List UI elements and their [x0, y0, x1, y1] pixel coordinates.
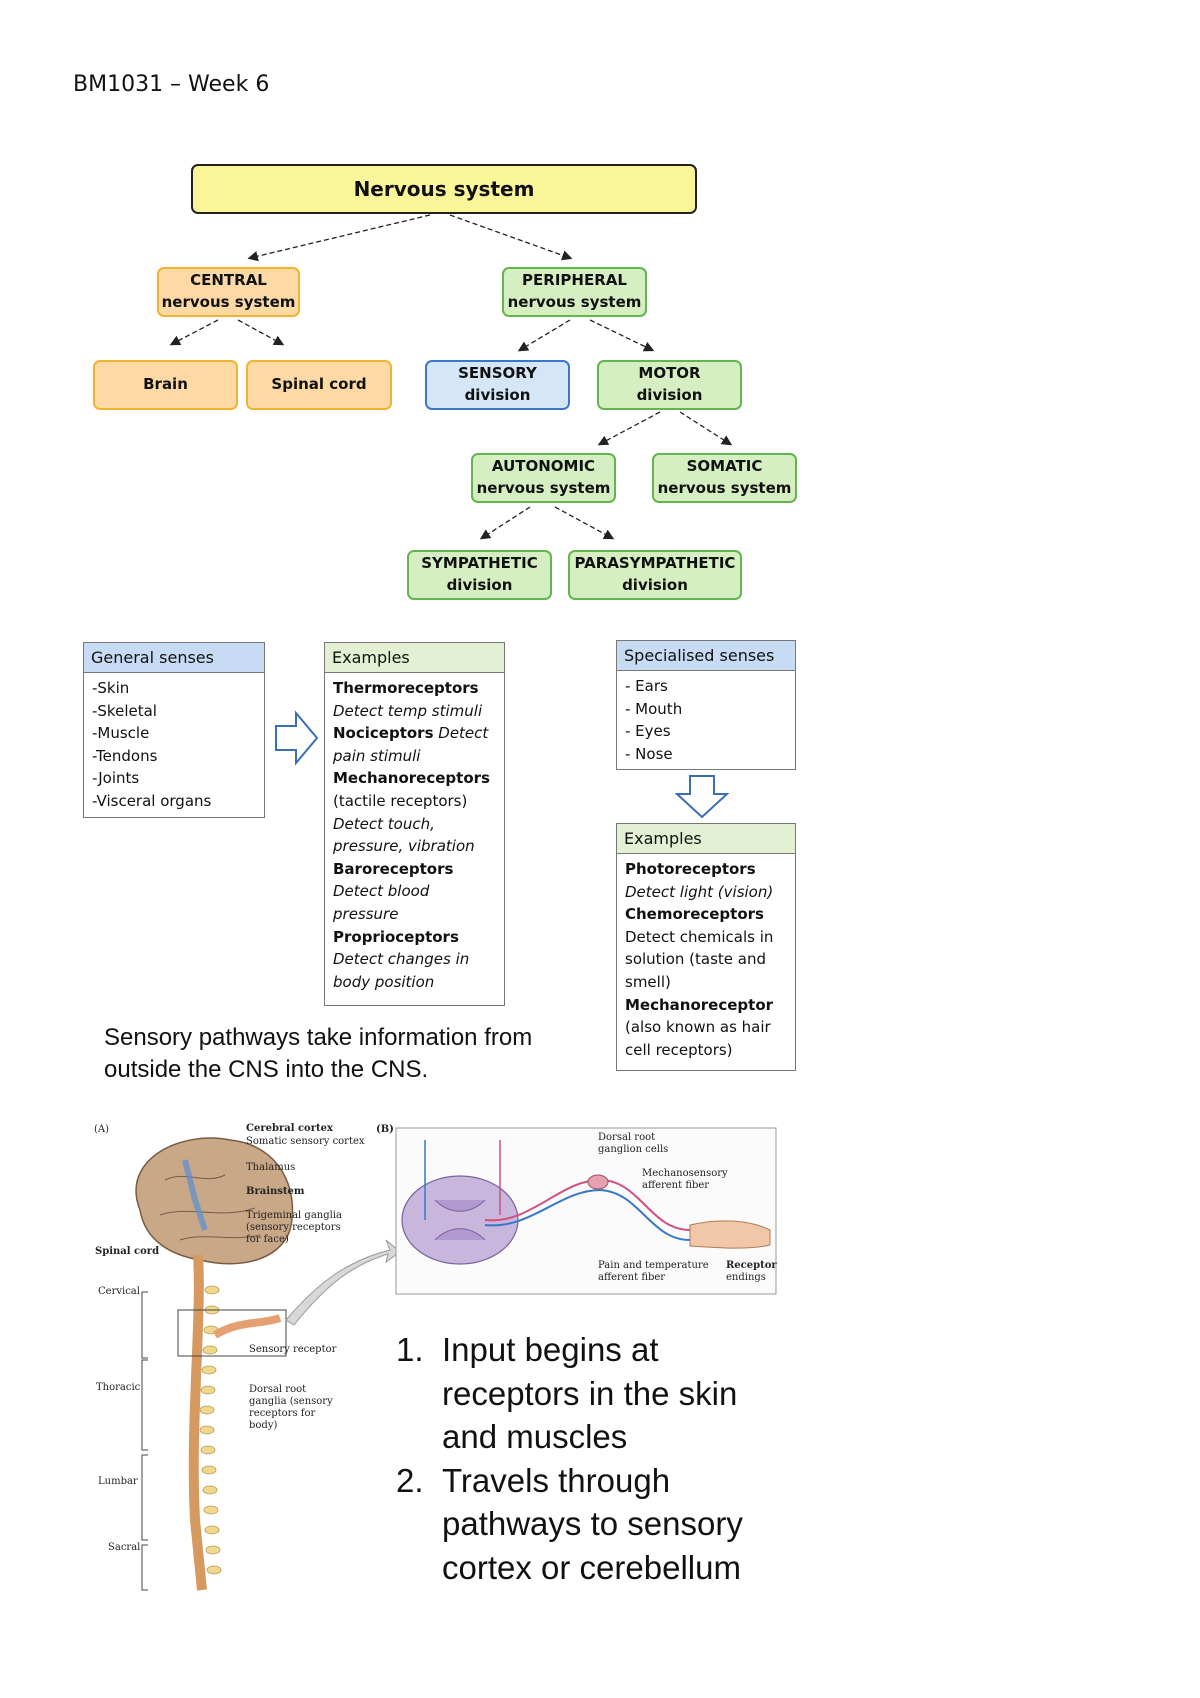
list-item: pain stimuli	[333, 746, 421, 765]
spinal-cord-node: Spinal cord	[246, 360, 392, 410]
specialised-senses-header: Specialised senses	[617, 641, 795, 671]
list-item: - Ears	[625, 677, 668, 695]
specialised-senses-box: Specialised senses - Ears- Mouth- Eyes- …	[616, 640, 796, 770]
label-panel-a: (A)	[94, 1124, 110, 1135]
list-item: pressure	[333, 904, 399, 923]
list-item: -Visceral organs	[92, 791, 212, 810]
document-title: BM1031 – Week 6	[73, 72, 270, 97]
sensory-pathway-figure	[135, 1127, 777, 1591]
list-item: -Muscle	[92, 724, 150, 743]
label-sensory-receptor: Sensory receptor	[249, 1344, 337, 1355]
spinal-cord-illustration	[188, 1254, 207, 1591]
list-item: -Skin	[92, 679, 130, 697]
nervous-system-node: Nervous system	[191, 164, 697, 214]
list-item: body position	[333, 972, 435, 991]
list-item: Mechanoreceptors	[333, 769, 490, 788]
label-drg-2: ganglia (sensory	[249, 1396, 333, 1407]
label-mechanosensory-2: afferent fiber	[642, 1180, 710, 1191]
label-trigeminal-2: (sensory receptors	[246, 1222, 341, 1233]
list-item: cell receptors)	[625, 1040, 733, 1059]
label-drg-4: body)	[249, 1420, 278, 1431]
sensory-pathways-caption: Sensory pathways take information from o…	[104, 1024, 533, 1083]
brain-node: Brain	[93, 360, 238, 410]
general-senses-header: General senses	[84, 643, 264, 673]
list-item: Chemoreceptors	[625, 905, 764, 924]
label-trigeminal-1: Trigeminal ganglia	[246, 1210, 342, 1221]
general-senses-list: -Skin -Skeletal -Muscle -Tendons -Joints -Vis…	[84, 673, 264, 817]
label-sacral: Sacral	[108, 1542, 141, 1553]
label-mechanosensory-1: Mechanosensory	[642, 1168, 728, 1179]
label-cervical: Cervical	[98, 1286, 140, 1297]
list-item: Thermoreceptors	[333, 679, 479, 697]
label-thoracic: Thoracic	[96, 1382, 141, 1393]
brain-illustration	[135, 1137, 294, 1265]
list-item: (also known as hair	[625, 1018, 771, 1037]
list-item: smell)	[625, 972, 671, 991]
list-item: - Eyes	[625, 722, 671, 741]
list-item: Detect changes in	[333, 950, 470, 969]
list-item: Nociceptors Detect	[333, 724, 489, 743]
label-receptor-endings-2: endings	[726, 1272, 766, 1283]
list-item: Detect temp stimuli	[333, 701, 483, 720]
label-panel-b: (B)	[376, 1124, 394, 1135]
label-thalamus: Thalamus	[246, 1162, 296, 1173]
list-item: Photoreceptors	[625, 860, 756, 878]
label-somatic-sensory-cortex: Somatic sensory cortex	[246, 1136, 365, 1147]
list-item: Mechanoreceptor	[625, 995, 774, 1014]
label-cerebral-cortex: Cerebral cortex	[246, 1123, 333, 1134]
label-pain-temperature-2: afferent fiber	[598, 1272, 666, 1283]
list-item: (tactile receptors)	[333, 791, 468, 810]
connector-arrow	[285, 1239, 401, 1326]
general-examples-header: Examples	[325, 643, 504, 673]
label-drg-3: receptors for	[249, 1408, 316, 1419]
label-pain-temperature-1: Pain and temperature	[598, 1260, 709, 1271]
label-drg-cells-1: Dorsal root	[598, 1132, 656, 1143]
list-item: solution (taste and	[625, 950, 767, 969]
list-item: Proprioceptors	[333, 927, 459, 946]
list-item: - Nose	[625, 744, 673, 763]
label-drg-cells-2: ganglion cells	[598, 1144, 669, 1155]
label-receptor-endings-1: Receptor	[726, 1260, 777, 1271]
list-item: -Skeletal	[92, 701, 157, 720]
label-spinal-cord: Spinal cord	[95, 1246, 160, 1257]
list-item: Detect light (vision)	[625, 882, 774, 901]
specialised-examples-header: Examples	[617, 824, 795, 854]
label-trigeminal-3: for face)	[246, 1234, 289, 1245]
right-arrow-icon	[275, 710, 319, 766]
list-item: Baroreceptors	[333, 859, 454, 878]
list-item: pressure, vibration	[333, 837, 475, 856]
down-arrow-icon	[674, 775, 730, 819]
list-item: - Mouth	[625, 699, 683, 718]
specialised-senses-list: - Ears - Mouth - Eyes - Nose	[617, 671, 795, 769]
list-item: Detect touch,	[333, 814, 435, 833]
label-brainstem: Brainstem	[246, 1186, 305, 1197]
list-item: -Joints	[92, 769, 140, 788]
hierarchy-arrows	[169, 214, 733, 540]
list-item: -Tendons	[92, 746, 158, 765]
label-lumbar: Lumbar	[98, 1476, 138, 1487]
label-drg-1: Dorsal root	[249, 1384, 307, 1395]
list-item: Detect blood	[333, 882, 430, 901]
list-item: Detect chemicals in	[625, 927, 774, 946]
general-senses-box: General senses -Skin -Skeletal -Muscle -Ten…	[83, 642, 265, 818]
